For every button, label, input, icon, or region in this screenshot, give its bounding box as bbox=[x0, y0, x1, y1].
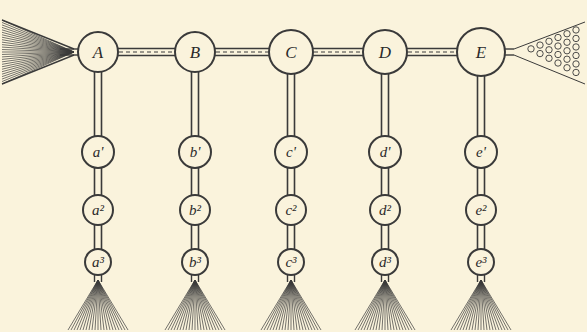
chamber-letter: d² bbox=[379, 203, 391, 218]
branch-chamber: d' bbox=[368, 135, 402, 169]
branch-chamber: d³ bbox=[371, 248, 399, 276]
spray-fan bbox=[261, 280, 321, 330]
chamber-letter: D bbox=[379, 44, 391, 61]
pipe-connector bbox=[478, 168, 485, 196]
chamber-letter: c³ bbox=[285, 255, 296, 270]
chamber-letter: E bbox=[476, 44, 486, 61]
branch-chamber: a' bbox=[81, 135, 115, 169]
spray-fan bbox=[451, 280, 511, 330]
chamber-letter: d³ bbox=[379, 255, 391, 270]
pipe-connector bbox=[95, 168, 102, 196]
pipe-connector bbox=[215, 49, 270, 56]
spray-fan bbox=[355, 280, 415, 330]
branch-chamber: b³ bbox=[181, 248, 209, 276]
chamber-letter: b³ bbox=[189, 255, 201, 270]
branch-chamber: b' bbox=[178, 135, 212, 169]
chamber-letter: d' bbox=[380, 145, 391, 160]
pipe-connector bbox=[95, 225, 102, 250]
pipe-connector bbox=[288, 225, 295, 250]
pipe-connector bbox=[95, 72, 102, 137]
chamber-letter: a³ bbox=[92, 255, 104, 270]
chamber-letter: e' bbox=[476, 145, 486, 160]
chamber-letter: A bbox=[93, 44, 103, 61]
pipe-connector bbox=[382, 225, 389, 250]
pipe-connector bbox=[288, 168, 295, 196]
pipe-connector bbox=[382, 168, 389, 196]
branch-chamber: a³ bbox=[84, 248, 112, 276]
main-chamber: D bbox=[362, 29, 408, 75]
chamber-letter: c² bbox=[285, 203, 296, 218]
branch-chamber: c² bbox=[275, 194, 307, 226]
spray-fan bbox=[165, 280, 225, 330]
pipe-connector bbox=[288, 74, 295, 137]
branch-chamber: b² bbox=[179, 194, 211, 226]
chamber-letter: e² bbox=[475, 203, 486, 218]
branch-chamber: a² bbox=[82, 194, 114, 226]
main-chamber: A bbox=[77, 31, 119, 73]
branch-chamber: e³ bbox=[467, 248, 495, 276]
chamber-letter: e³ bbox=[475, 255, 486, 270]
main-chamber: C bbox=[268, 29, 314, 75]
chamber-letter: C bbox=[285, 44, 296, 61]
chamber-letter: b² bbox=[189, 203, 201, 218]
chamber-letter: c' bbox=[286, 145, 296, 160]
pipe-connector bbox=[478, 76, 485, 137]
branch-chamber: c' bbox=[274, 135, 308, 169]
chamber-letter: b' bbox=[190, 145, 201, 160]
pipe-connector bbox=[478, 225, 485, 250]
pipe-connector bbox=[192, 72, 199, 137]
branch-chamber: e² bbox=[465, 194, 497, 226]
pipe-connector bbox=[313, 49, 364, 56]
pipe-connector bbox=[192, 168, 199, 196]
pipe-connector bbox=[192, 225, 199, 250]
chamber-letter: a' bbox=[93, 145, 104, 160]
main-chamber: B bbox=[174, 31, 216, 73]
branch-chamber: e' bbox=[464, 135, 498, 169]
pipe-connector bbox=[118, 49, 176, 56]
main-chamber: E bbox=[456, 27, 506, 77]
chamber-letter: a² bbox=[92, 203, 104, 218]
spray-fan bbox=[2, 20, 74, 84]
bubble-outflow bbox=[505, 22, 585, 84]
branch-chamber: d² bbox=[369, 194, 401, 226]
spray-fan bbox=[68, 280, 128, 330]
chamber-letter: B bbox=[190, 44, 200, 61]
pipe-connector bbox=[382, 74, 389, 137]
pipe-connector bbox=[407, 49, 458, 56]
branch-chamber: c³ bbox=[277, 248, 305, 276]
